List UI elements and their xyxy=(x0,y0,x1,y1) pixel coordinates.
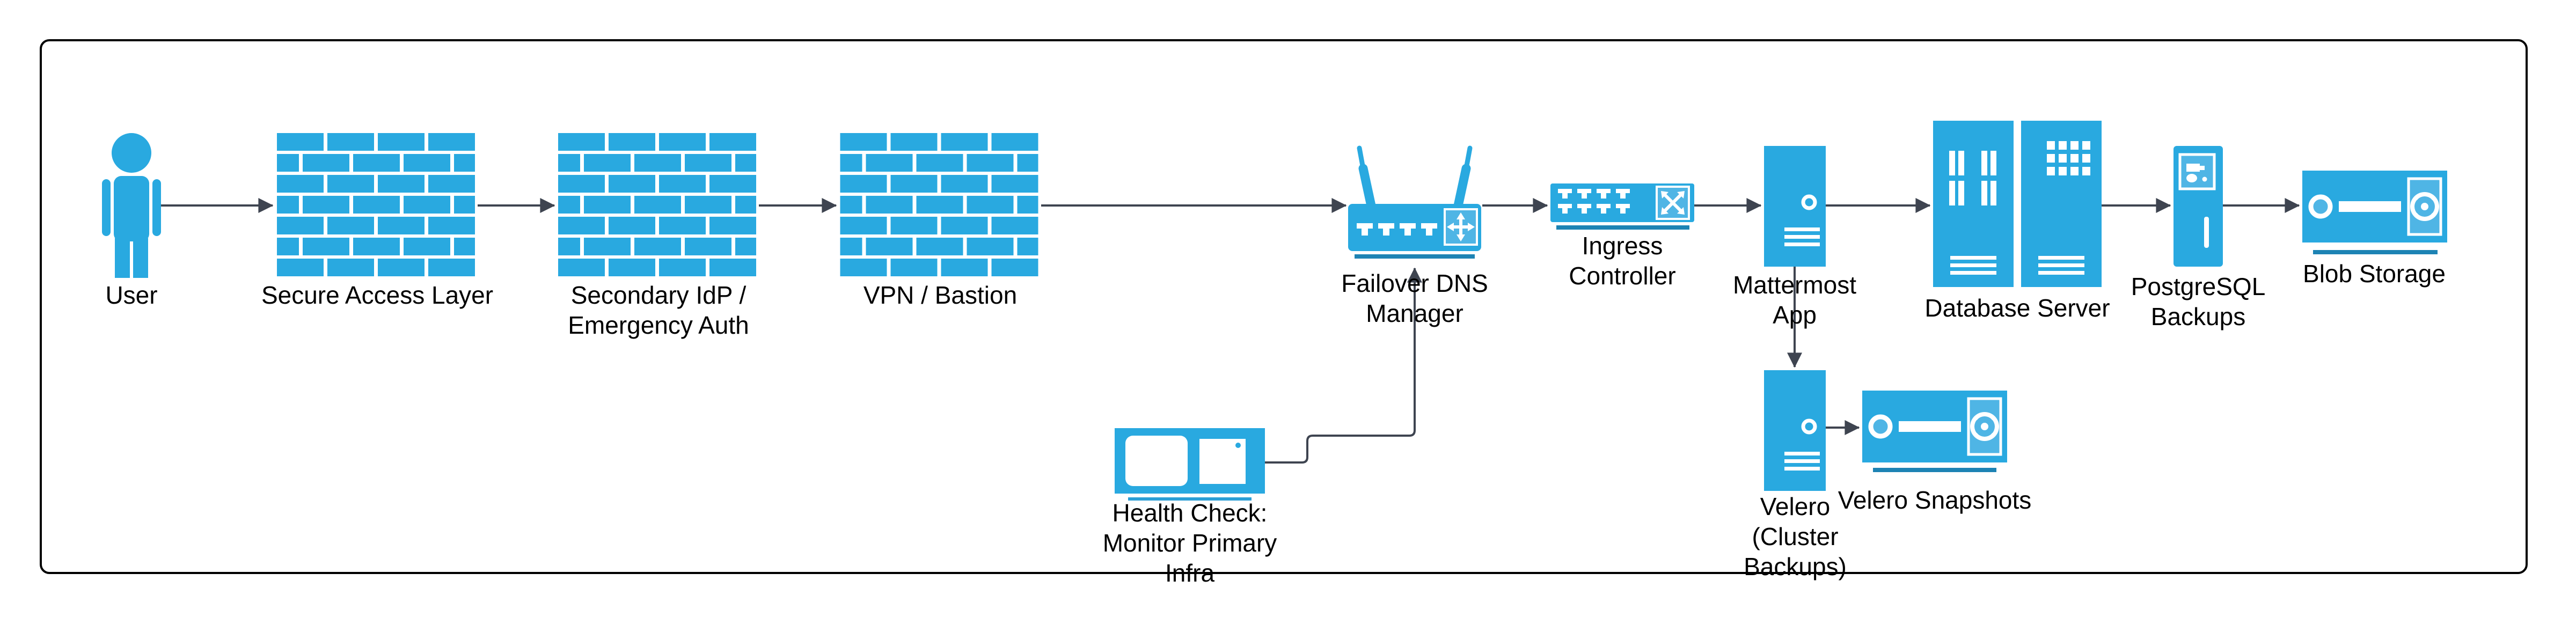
label-vpn-bastion: VPN / Bastion xyxy=(863,280,1017,310)
label-line: Backups xyxy=(2150,303,2246,330)
label-line: (Cluster xyxy=(1752,523,1839,550)
label-line: Blob Storage xyxy=(2303,260,2446,288)
label-secondary-idp: Secondary IdP / Emergency Auth xyxy=(568,280,749,340)
ingress-underline xyxy=(1556,225,1689,230)
label-line: Mattermost xyxy=(1732,271,1857,299)
health-check-underline xyxy=(1128,497,1252,501)
label-mattermost-app: Mattermost App xyxy=(1733,270,1856,330)
failover-dns-underline xyxy=(1355,254,1475,259)
label-line: Monitor Primary xyxy=(1102,529,1277,557)
label-failover-dns-manager: Failover DNS Manager xyxy=(1341,268,1488,328)
label-line: Health Check: xyxy=(1112,499,1268,527)
label-line: PostgreSQL xyxy=(2131,273,2266,300)
label-secure-access-layer: Secure Access Layer xyxy=(261,280,493,310)
label-line: Velero Snapshots xyxy=(1838,486,2032,514)
label-line: Velero xyxy=(1760,493,1831,520)
label-postgresql-backups: PostgreSQL Backups xyxy=(2131,271,2266,332)
label-line: Backups) xyxy=(1744,553,1847,580)
velero-snapshots-underline xyxy=(1873,468,1996,472)
label-ingress-controller: Ingress Controller xyxy=(1569,231,1675,291)
label-line: Infra xyxy=(1165,559,1215,587)
label-line: Emergency Auth xyxy=(568,311,749,339)
label-line: Manager xyxy=(1366,299,1463,327)
label-line: VPN / Bastion xyxy=(863,281,1018,309)
label-line: Ingress xyxy=(1582,232,1663,260)
label-user: User xyxy=(105,280,157,310)
label-database-server: Database Server xyxy=(1924,293,2110,323)
label-velero-snapshots: Velero Snapshots xyxy=(1838,485,2032,515)
label-velero: Velero (Cluster Backups) xyxy=(1744,491,1847,582)
label-line: Failover DNS xyxy=(1341,269,1488,297)
blob-storage-underline xyxy=(2313,250,2438,254)
label-health-check: Health Check: Monitor Primary Infra xyxy=(1103,498,1277,588)
label-line: Secondary IdP / xyxy=(570,281,747,309)
label-line: User xyxy=(105,281,158,309)
label-blob-storage: Blob Storage xyxy=(2303,259,2446,289)
connector-health-check-to-failover-dns xyxy=(1265,267,1422,464)
label-line: Controller xyxy=(1569,262,1676,290)
label-line: Database Server xyxy=(1924,294,2110,322)
label-line: App xyxy=(1773,301,1817,329)
label-line: Secure Access Layer xyxy=(261,281,494,309)
